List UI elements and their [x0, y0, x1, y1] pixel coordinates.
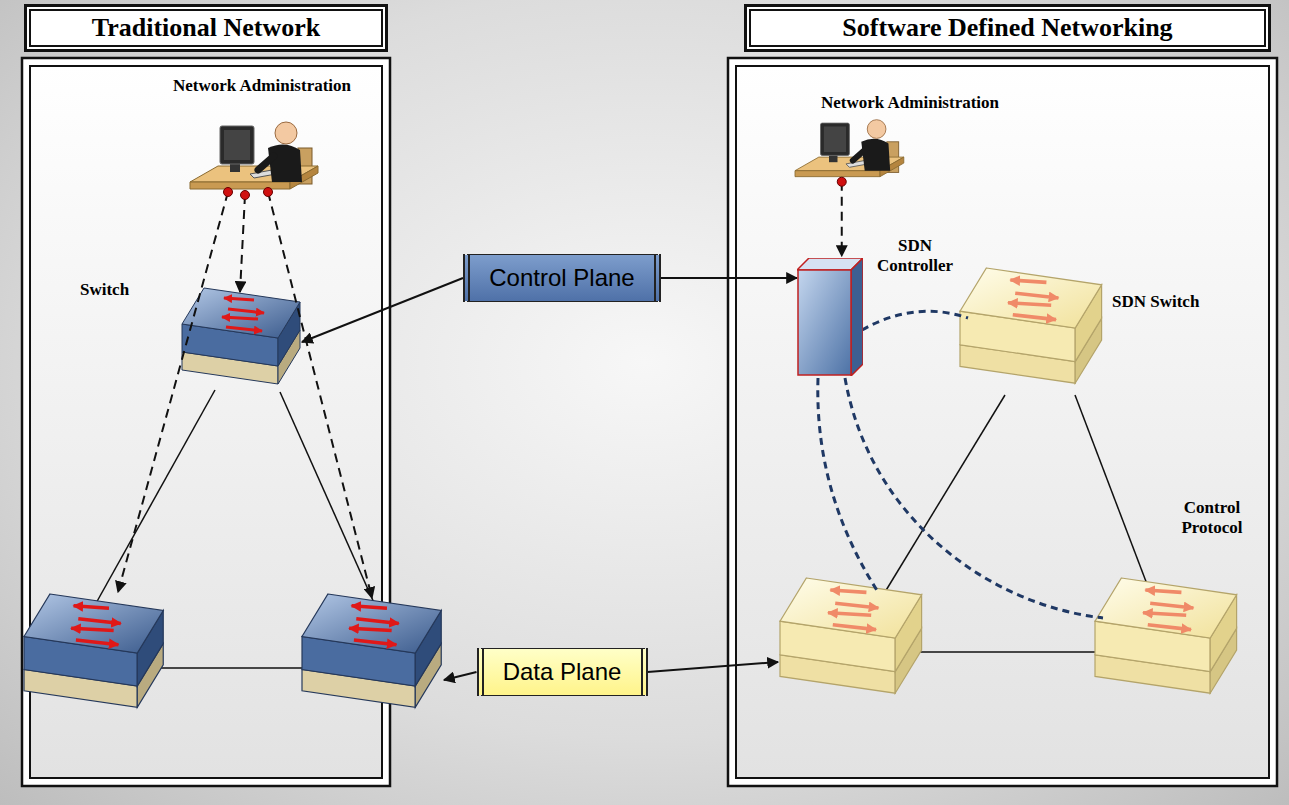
title-box: Traditional Network [25, 5, 387, 51]
management-arrow [841, 182, 843, 256]
link-line [920, 651, 1105, 653]
protocol-label: Control Protocol [1164, 498, 1260, 537]
port-dot [224, 188, 233, 197]
controller-box: SDN Controller [797, 258, 863, 376]
title-box: Software Defined Networking [745, 5, 1270, 51]
switch-icon [182, 288, 300, 384]
switch-icon [24, 594, 163, 707]
plane-label: Control Plane [489, 264, 634, 292]
link-line [1075, 395, 1150, 592]
switch-icon [302, 594, 441, 707]
sdn-switch-icon [1095, 578, 1237, 693]
plane-pointer [302, 278, 463, 342]
link-line [95, 390, 215, 605]
link-line [885, 395, 1005, 592]
plane-box: Data Plane [477, 648, 648, 696]
plane-pointer [648, 662, 779, 672]
panel-title: Software Defined Networking [842, 13, 1172, 43]
port-dot [837, 177, 846, 186]
admin-label: Network Administration [173, 76, 351, 96]
panel-title: Traditional Network [92, 13, 320, 43]
edge-layer [661, 278, 797, 279]
control-protocol-link [845, 378, 1103, 618]
sdn-switch-icon [780, 578, 922, 693]
control-protocol-link [818, 378, 878, 592]
admin-figure [190, 122, 318, 189]
plane-connector [661, 277, 797, 279]
port-dot [241, 191, 250, 200]
control-protocol-link [862, 311, 968, 330]
management-arrow [118, 192, 228, 592]
management-arrow [240, 195, 245, 292]
link-line [280, 392, 375, 605]
controller-icon [797, 258, 863, 376]
management-arrow [268, 192, 372, 598]
switch-label: SDN Switch [1112, 292, 1199, 312]
admin-label: Network Administration [821, 93, 999, 113]
admin-figure [795, 120, 904, 177]
plane-pointer [444, 672, 477, 680]
sdn-switch-icon [960, 268, 1102, 383]
panel-frame [728, 58, 1277, 786]
plane-box: Control Plane [463, 254, 661, 302]
switch-label: Switch [80, 280, 129, 300]
port-dot [264, 188, 273, 197]
controller-label: SDN Controller [869, 236, 961, 275]
plane-label: Data Plane [503, 658, 622, 686]
